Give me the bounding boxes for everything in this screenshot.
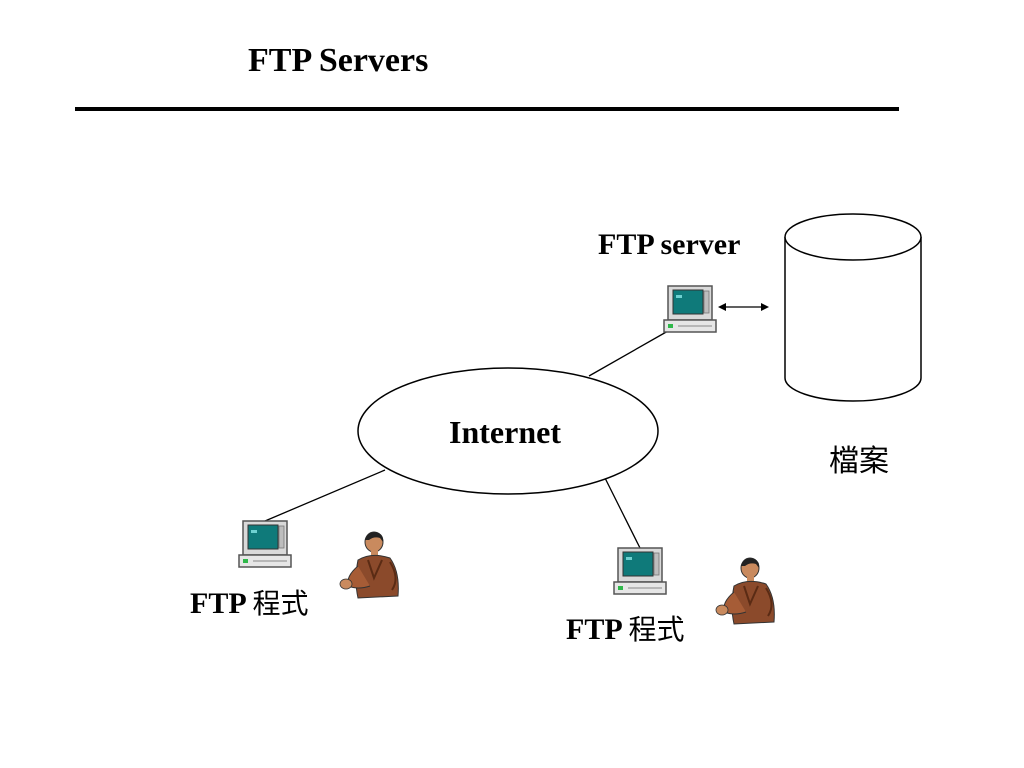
client-left-label: FTP 程式 [190,582,309,622]
title-underline [75,107,899,111]
client-right-person-icon [715,557,776,625]
link-client-right [604,477,641,549]
client-right-label-suffix: 程式 [628,613,685,646]
server-computer-icon [663,285,717,333]
internet-label: Internet [449,414,561,450]
client-left-computer-icon [238,520,292,568]
database-cylinder-icon [784,213,922,402]
page-title: FTP Servers [248,42,429,79]
client-right-computer-icon [613,547,667,595]
server-label: FTP server [598,228,741,261]
link-server [588,330,669,377]
link-client-left [264,469,386,522]
client-right-label-prefix: FTP [566,613,622,646]
client-left-person-icon [339,531,400,599]
client-left-label-suffix: 程式 [252,587,309,620]
files-label: 檔案 [829,444,889,479]
client-right-label: FTP 程式 [566,608,685,648]
client-left-label-prefix: FTP [190,587,246,620]
double-arrow-icon [718,303,769,311]
internet-cloud [357,367,659,495]
